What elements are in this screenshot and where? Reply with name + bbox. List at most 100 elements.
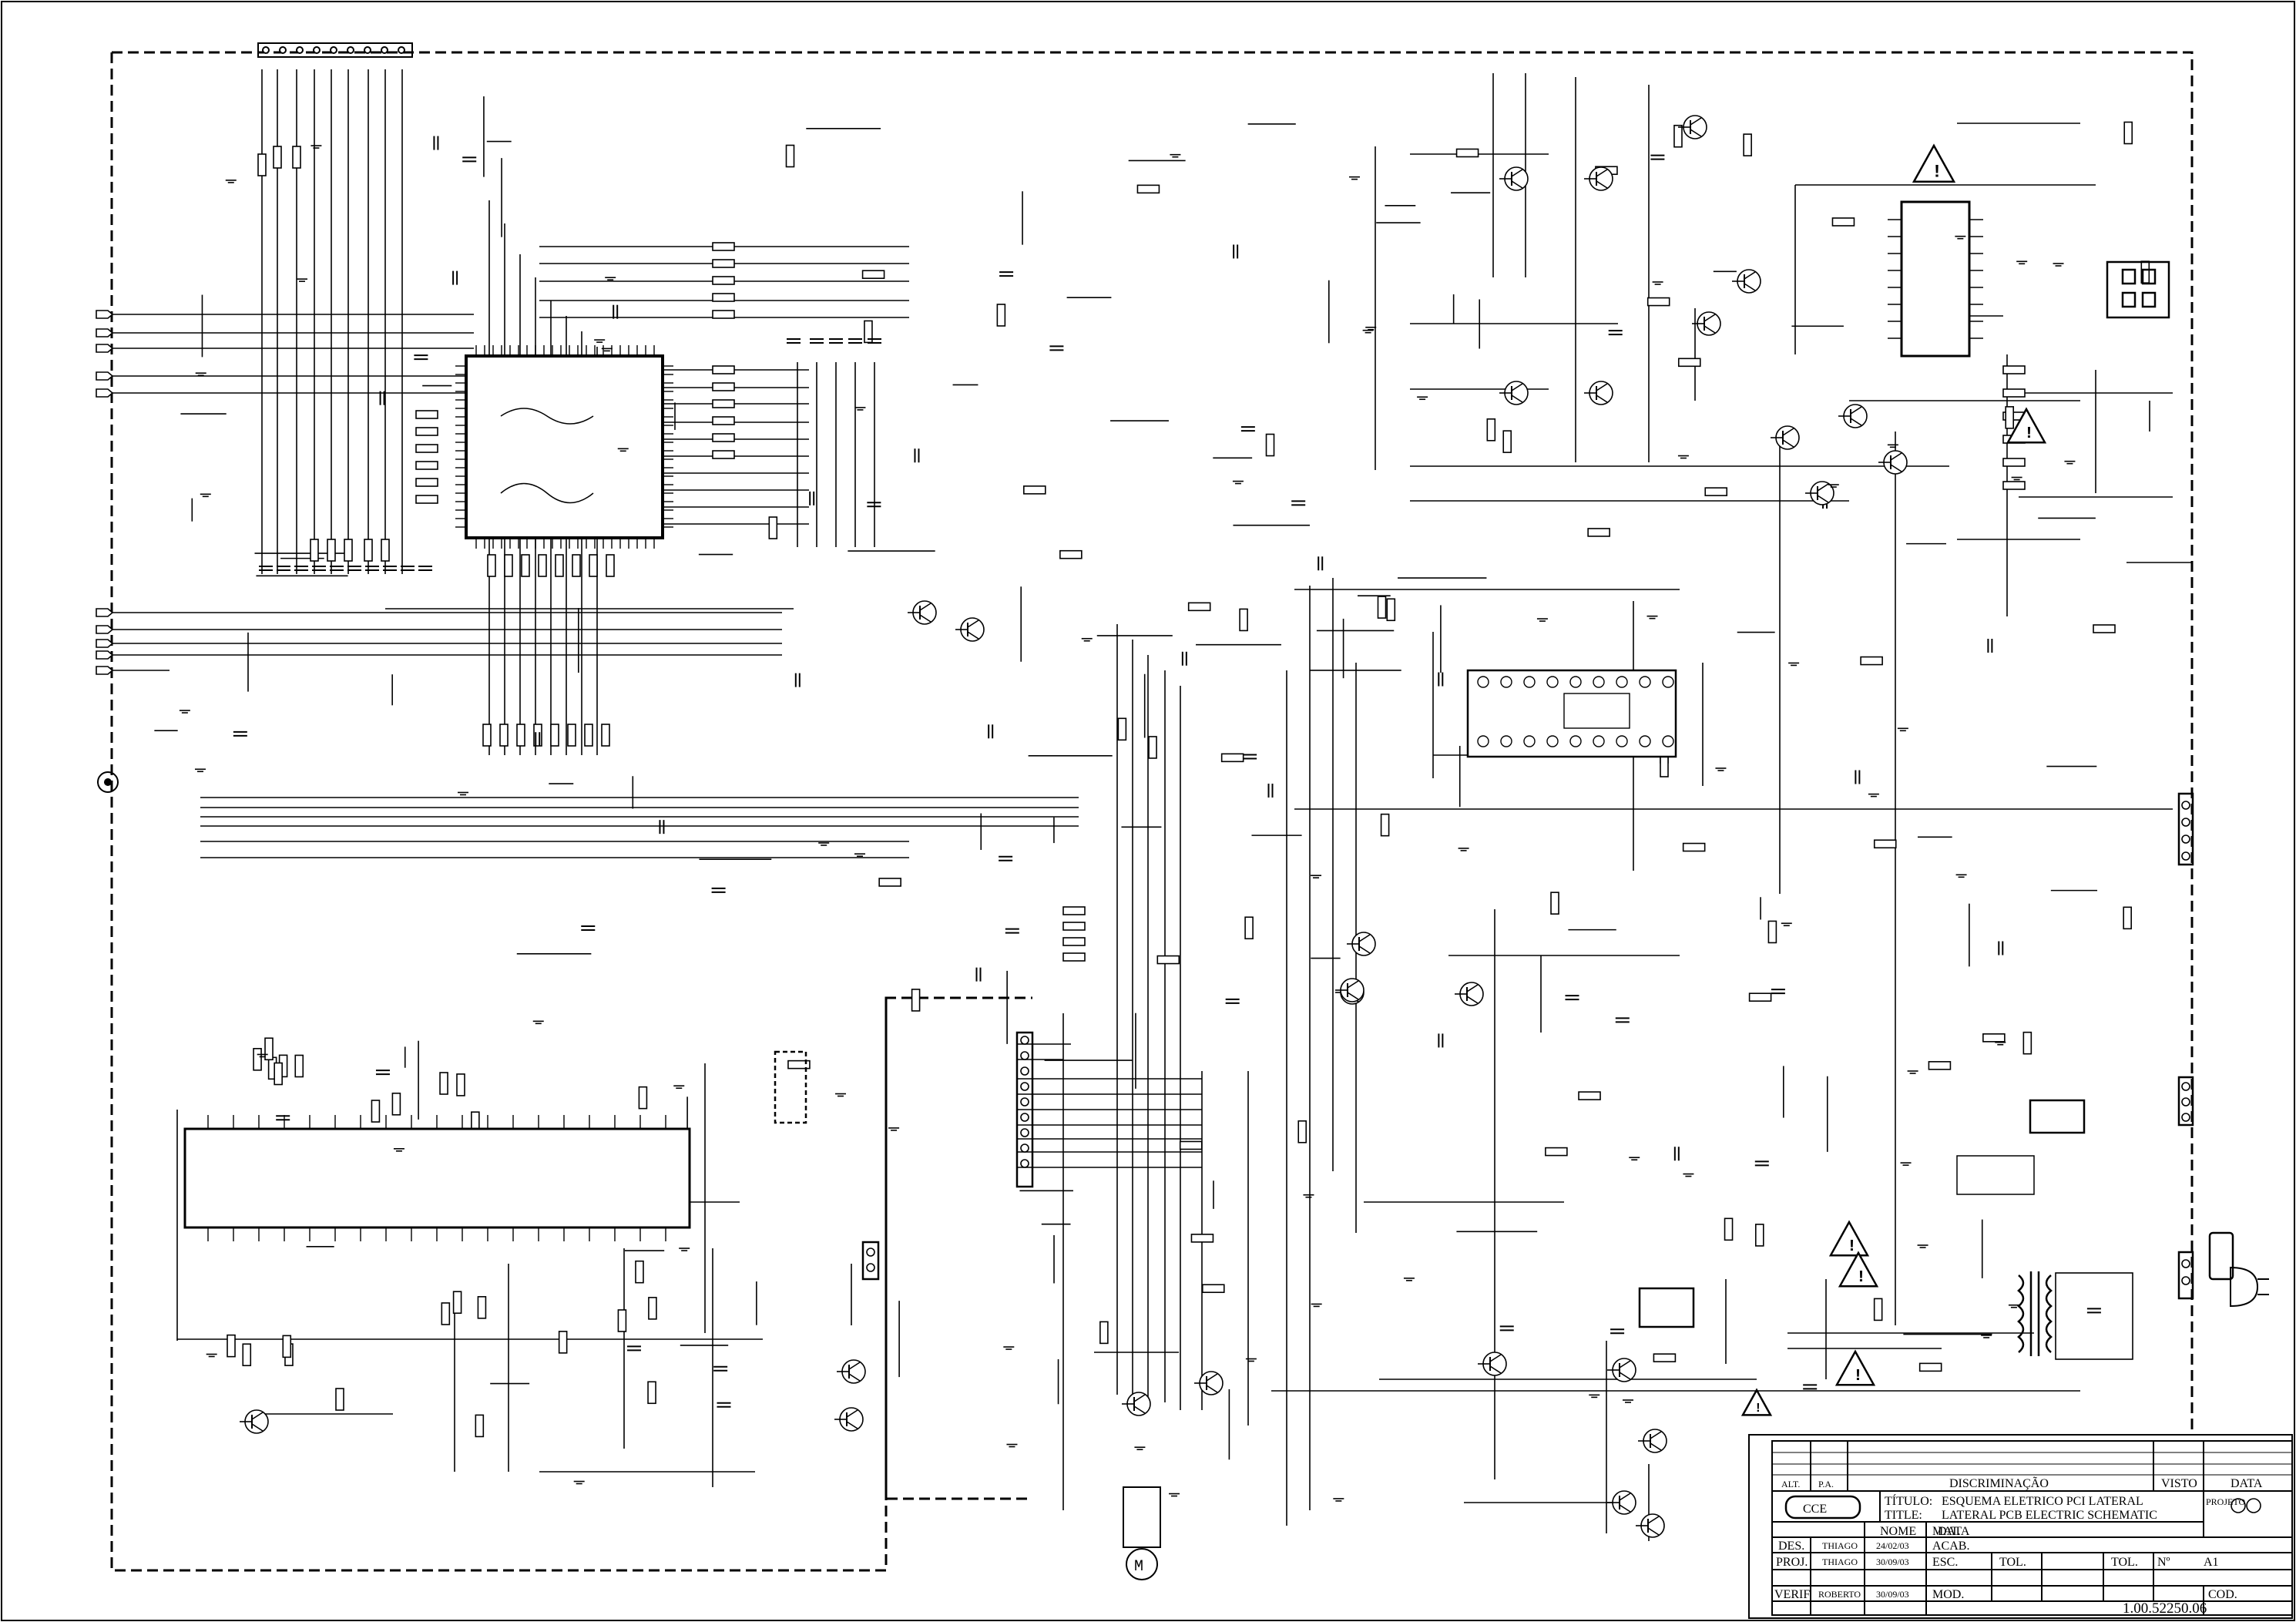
capacitor: [1225, 998, 1240, 1004]
resistor: [1831, 217, 1855, 227]
resistor: [712, 276, 735, 285]
resistor: [487, 554, 496, 577]
des-name: THIAGO: [1822, 1540, 1858, 1551]
resistor: [1265, 433, 1275, 457]
transistor: [1878, 450, 1908, 475]
capacitor: [330, 566, 344, 571]
resistor: [292, 146, 301, 169]
proj-label: PROJ.: [1776, 1556, 1808, 1569]
capacitor: [535, 732, 541, 747]
capacitor: [794, 673, 801, 687]
resistor: [1117, 717, 1127, 741]
transistor: [1584, 166, 1613, 191]
capacitor: [1243, 754, 1257, 760]
transistor: [834, 1407, 864, 1432]
resistor: [787, 1060, 811, 1070]
capacitor: [988, 724, 994, 739]
capacitor: [312, 566, 326, 571]
capacitor: [581, 925, 596, 932]
transistor: [1335, 978, 1365, 1002]
data-col-label: DATA: [1938, 1525, 1970, 1538]
warning-mark: !: [1932, 163, 1942, 183]
resistor: [1502, 430, 1512, 453]
resistor: [415, 495, 438, 504]
resistor: [1677, 358, 1701, 368]
capacitor: [914, 448, 920, 463]
resistor: [364, 539, 373, 562]
resistor: [504, 554, 513, 577]
transistor: [1347, 932, 1376, 956]
resistor: [335, 1388, 344, 1411]
transistor: [837, 1359, 866, 1384]
resistor: [2093, 624, 2116, 633]
title-value: LATERAL PCB ELECTRIC SCHEMATIC: [1942, 1509, 2157, 1522]
input-terminal: [96, 328, 114, 337]
resistor: [2022, 1031, 2032, 1055]
ground-symbols: [179, 145, 2076, 1502]
input-terminal: [96, 388, 114, 398]
resistor: [584, 724, 593, 747]
resistor: [712, 433, 735, 442]
transistor: [1678, 115, 1707, 139]
capacitor: [2086, 1308, 2101, 1314]
capacitor: [787, 338, 801, 344]
transistor: [1732, 269, 1761, 294]
capacitor: [401, 566, 415, 571]
warning-triangle-icon: [1838, 1251, 1879, 1288]
resistor: [2002, 365, 2026, 374]
resistor: [264, 1037, 274, 1061]
warning-triangle-icon: [1828, 1220, 1870, 1257]
transistor: [1584, 381, 1613, 405]
capacitor: [1181, 651, 1187, 666]
resistor: [415, 410, 438, 419]
mod-label: MOD.: [1932, 1588, 1964, 1601]
capacitor: [711, 887, 726, 893]
resistor: [1455, 148, 1479, 158]
wire-net: [100, 69, 2192, 1541]
capacitor: [867, 502, 881, 508]
capacitor: [452, 270, 458, 285]
warning-mark: !: [2024, 425, 2034, 443]
resistor: [635, 1260, 644, 1284]
resistor: [294, 1054, 304, 1078]
tol2-label: TOL.: [2111, 1556, 2138, 1569]
transistor: [1499, 381, 1529, 405]
capacitor: [1318, 556, 1324, 571]
capacitor: [379, 391, 385, 405]
resistor: [2002, 458, 2026, 467]
mat-label: MAT.: [1932, 1525, 1961, 1538]
resistor: [712, 416, 735, 425]
resistor: [452, 1291, 462, 1315]
resistor: [1244, 916, 1254, 940]
des-date: 24/02/03: [1876, 1540, 1909, 1551]
resistor: [257, 153, 267, 176]
acab-label: ACAB.: [1932, 1540, 1969, 1553]
warning-mark: !: [1853, 1367, 1863, 1385]
resistor: [558, 1331, 568, 1354]
cod-value: 1.00.52250.06: [2123, 1600, 2207, 1617]
resistor: [1682, 842, 1706, 852]
resistor: [878, 878, 901, 887]
resistor: [1377, 596, 1387, 619]
resistor: [1724, 1217, 1734, 1241]
input-terminal: [96, 666, 114, 675]
numero-label: Nº: [2157, 1556, 2170, 1569]
resistor: [1297, 1120, 1307, 1143]
resistor: [1239, 608, 1248, 632]
capacitor: [1438, 1033, 1444, 1048]
transistor: [1607, 1490, 1636, 1515]
resistor: [415, 461, 438, 470]
resistor: [572, 554, 581, 577]
capacitor: [1615, 1017, 1630, 1023]
ac-plug-icon: [2230, 1266, 2269, 1308]
capacitor: [1754, 1160, 1769, 1167]
input-terminal: [96, 639, 114, 648]
ic-middle-processor: [1466, 669, 1677, 758]
transistor: [1478, 1352, 1507, 1376]
resistor: [1550, 892, 1559, 915]
resistor: [1023, 485, 1046, 495]
proj-date: 30/09/03: [1876, 1557, 1909, 1567]
resistor: [911, 989, 921, 1012]
capacitor: [1610, 1328, 1625, 1335]
